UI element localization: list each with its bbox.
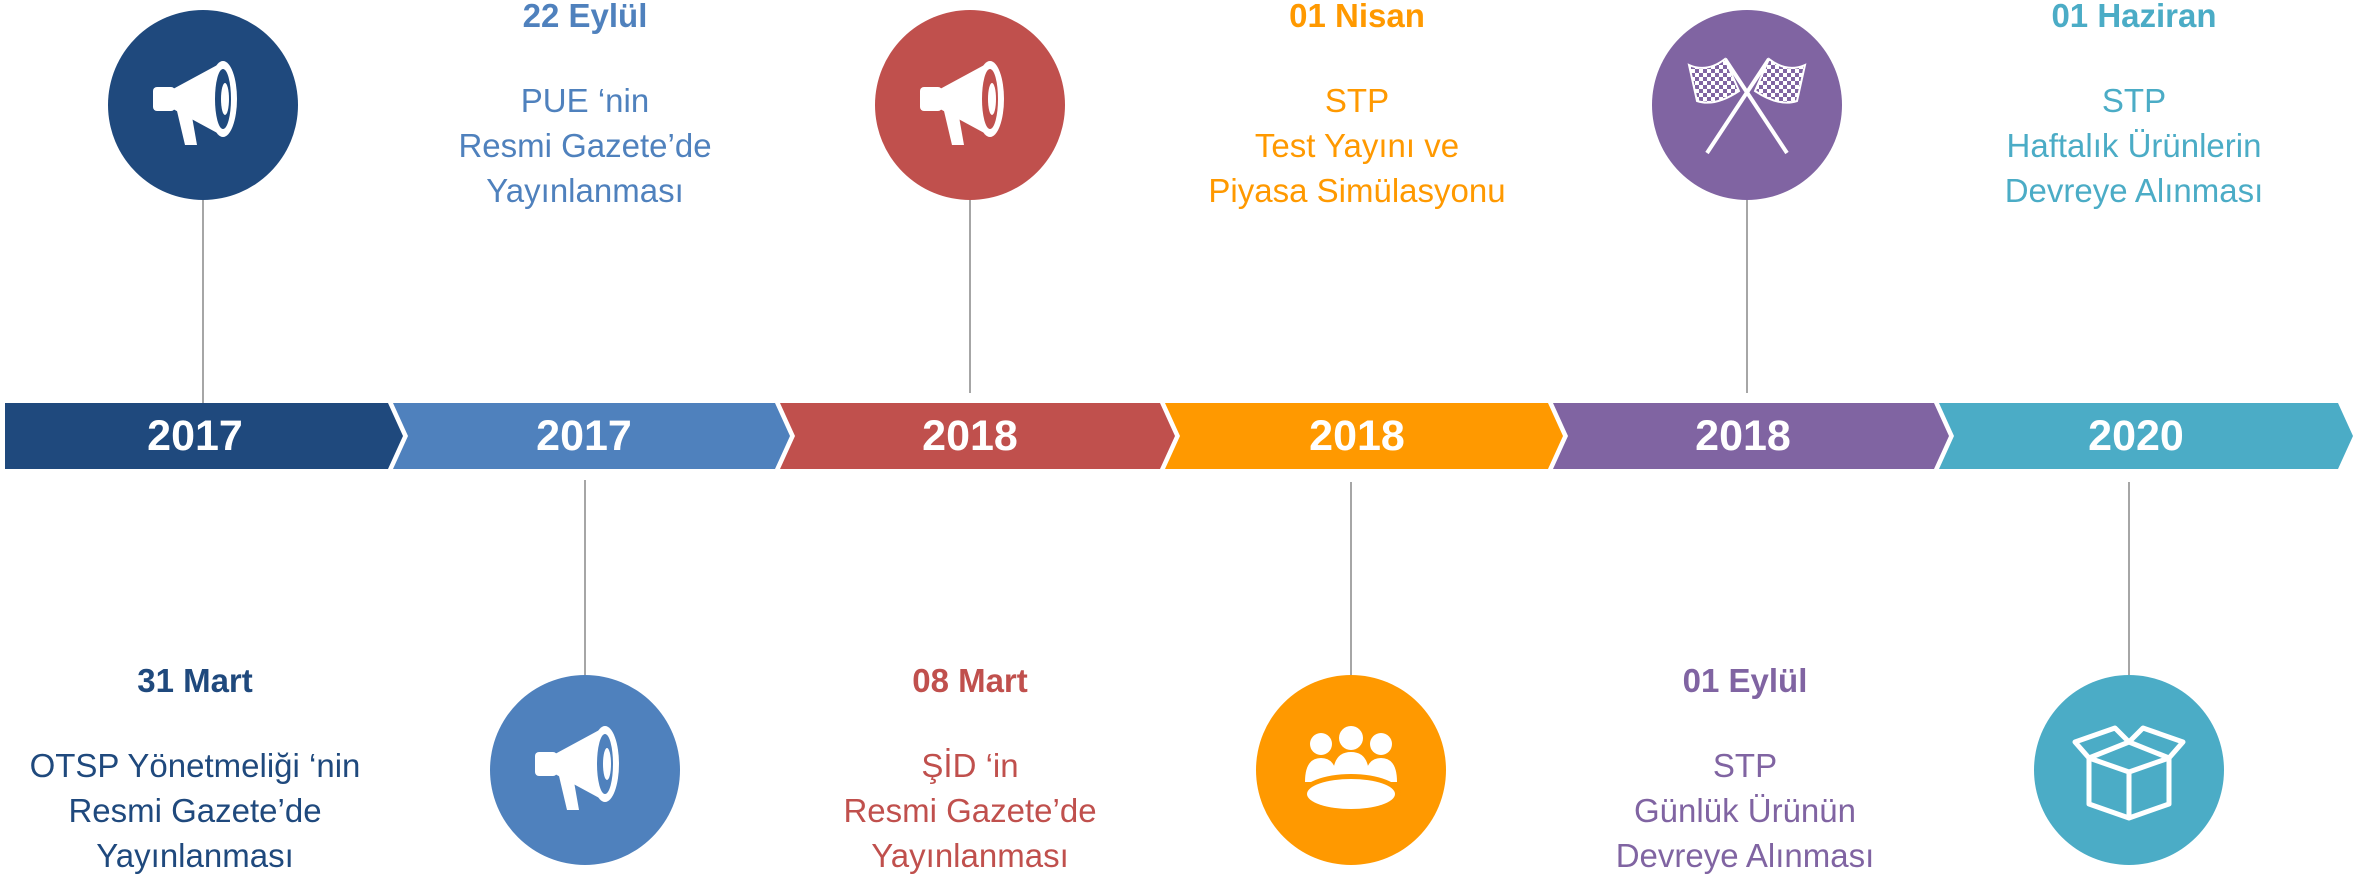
event-line: Günlük Ürünün: [1634, 792, 1856, 829]
event-text-3: 08 Mart ŞİD ‘in Resmi Gazete’de Yayınlan…: [740, 661, 1200, 878]
event-line: Resmi Gazete’de: [68, 792, 322, 829]
event-circle-3: [875, 10, 1065, 200]
megaphone-icon: [920, 61, 1004, 145]
event-circle-5: [1652, 10, 1842, 200]
event-circle-2: [490, 675, 680, 865]
open-box-icon: [2072, 725, 2186, 821]
event-text-5: 01 Eylül STP Günlük Ürünün Devreye Alınm…: [1515, 661, 1975, 878]
event-line: Yayınlanması: [486, 172, 684, 209]
event-line: Resmi Gazete’de: [843, 792, 1097, 829]
event-text-6: 01 Haziran STP Haftalık Ürünlerin Devrey…: [1904, 0, 2364, 213]
event-description: STP Haftalık Ürünlerin Devreye Alınması: [1904, 78, 2364, 213]
event-line: Yayınlanması: [96, 837, 294, 874]
event-circle-4: [1256, 675, 1446, 865]
timeline-segment-2: [393, 403, 790, 469]
event-circle-6: [2034, 675, 2224, 865]
timeline-segment-6: [1939, 403, 2353, 469]
year-label-1: 2017: [147, 412, 243, 460]
event-line: STP: [1712, 747, 1778, 784]
event-line: PUE ‘nin: [520, 82, 650, 119]
event-line: Devreye Alınması: [2004, 172, 2264, 209]
event-description: STP Günlük Ürünün Devreye Alınması: [1515, 743, 1975, 878]
timeline-segment-1: [5, 403, 403, 469]
event-line: Test Yayını ve: [1254, 127, 1460, 164]
year-label-5: 2018: [1695, 412, 1791, 460]
event-line: Haftalık Ürünlerin: [2006, 127, 2262, 164]
event-line: Devreye Alınması: [1615, 837, 1875, 874]
event-date: 08 Mart: [912, 662, 1028, 699]
event-circle-1: [108, 10, 298, 200]
timeline-segment-3: [780, 403, 1175, 469]
year-label-3: 2018: [922, 412, 1018, 460]
event-text-1: 31 Mart OTSP Yönetmeliği ‘nin Resmi Gaze…: [0, 661, 425, 878]
event-date: 01 Nisan: [1289, 0, 1425, 34]
event-date: 01 Haziran: [2051, 0, 2217, 34]
year-label-2: 2017: [536, 412, 632, 460]
event-line: ŞİD ‘in: [921, 747, 1019, 784]
megaphone-icon: [535, 726, 619, 810]
event-line: Piyasa Simülasyonu: [1208, 172, 1506, 209]
event-line: Yayınlanması: [871, 837, 1069, 874]
event-date: 01 Eylül: [1682, 662, 1808, 699]
event-date: 22 Eylül: [522, 0, 648, 34]
event-line: STP: [1324, 82, 1390, 119]
year-label-6: 2020: [2088, 412, 2184, 460]
megaphone-icon: [153, 61, 237, 145]
event-date: 31 Mart: [137, 662, 253, 699]
event-text-2: 22 Eylül PUE ‘nin Resmi Gazete’de Yayınl…: [355, 0, 815, 213]
event-line: STP: [2101, 82, 2167, 119]
event-description: STP Test Yayını ve Piyasa Simülasyonu: [1127, 78, 1587, 213]
year-label-4: 2018: [1309, 412, 1405, 460]
checkered-flags-icon: [1687, 57, 1807, 155]
timeline-segment-5: [1553, 403, 1949, 469]
event-description: PUE ‘nin Resmi Gazete’de Yayınlanması: [355, 78, 815, 213]
timeline-segment-4: [1165, 403, 1563, 469]
event-text-4: 01 Nisan STP Test Yayını ve Piyasa Simül…: [1127, 0, 1587, 213]
event-description: ŞİD ‘in Resmi Gazete’de Yayınlanması: [740, 743, 1200, 878]
event-line: Resmi Gazete’de: [458, 127, 712, 164]
meeting-group-icon: [1301, 726, 1401, 814]
event-line: OTSP Yönetmeliği ‘nin: [29, 747, 361, 784]
event-description: OTSP Yönetmeliği ‘nin Resmi Gazete’de Ya…: [0, 743, 425, 878]
